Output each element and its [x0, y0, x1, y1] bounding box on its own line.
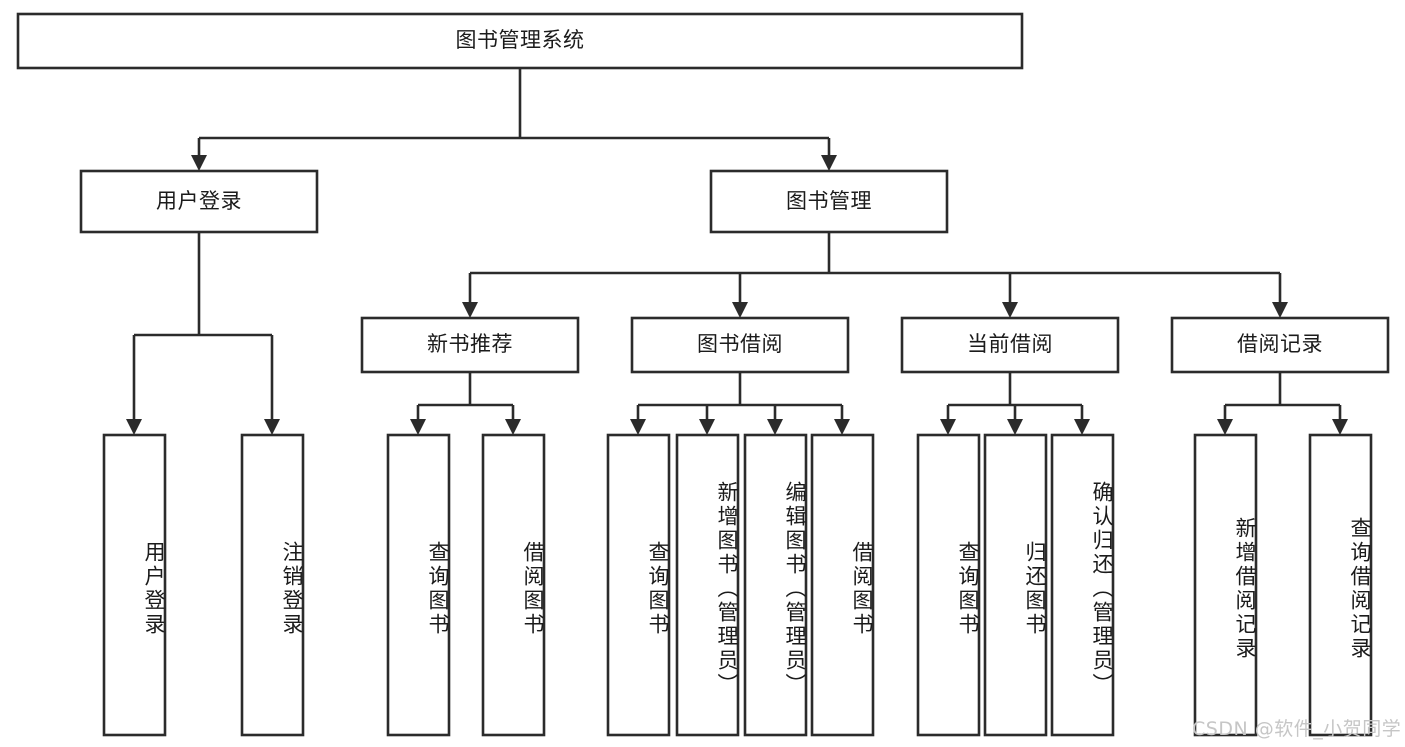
arrow-head-icon	[1272, 302, 1288, 318]
arrow-head-icon	[505, 419, 521, 435]
arrow-head-icon	[630, 419, 646, 435]
node-box-leaf-current-search-book[interactable]	[916, 433, 981, 737]
arrow-head-icon	[1002, 302, 1018, 318]
connector-group-book-borrow	[630, 372, 850, 435]
node-box-leaf-current-confirm-return[interactable]	[1050, 433, 1115, 737]
arrow-head-icon	[699, 419, 715, 435]
connector-group-user-login	[126, 232, 280, 435]
connector-group-new-book-recommend	[410, 372, 521, 435]
arrow-head-icon	[940, 419, 956, 435]
node-boxes-layer	[16, 12, 1390, 737]
connector-group-current-borrow	[940, 372, 1090, 435]
arrow-head-icon	[767, 419, 783, 435]
connector-group-borrow-record	[1217, 372, 1348, 435]
node-box-leaf-rec-search-book[interactable]	[386, 433, 451, 737]
node-box-leaf-borrow-borrow-book[interactable]	[810, 433, 875, 737]
node-box-leaf-user-login[interactable]	[102, 433, 167, 737]
arrow-head-icon	[1332, 419, 1348, 435]
node-box-leaf-record-search[interactable]	[1308, 433, 1373, 737]
node-box-current-borrow[interactable]	[900, 316, 1120, 374]
connectors-layer	[126, 68, 1348, 435]
node-box-leaf-borrow-edit-book[interactable]	[743, 433, 808, 737]
arrow-head-icon	[264, 419, 280, 435]
arrow-head-icon	[732, 302, 748, 318]
node-box-root[interactable]	[16, 12, 1024, 70]
node-box-borrow-record[interactable]	[1170, 316, 1390, 374]
node-box-book-manage[interactable]	[709, 169, 949, 234]
arrow-head-icon	[462, 302, 478, 318]
arrow-head-icon	[191, 155, 207, 171]
node-box-new-book-recommend[interactable]	[360, 316, 580, 374]
node-box-book-borrow[interactable]	[630, 316, 850, 374]
arrow-head-icon	[1007, 419, 1023, 435]
arrow-head-icon	[1074, 419, 1090, 435]
connector-group-book-manage	[462, 232, 1288, 318]
node-box-leaf-user-logout[interactable]	[240, 433, 305, 737]
node-box-leaf-borrow-add-book[interactable]	[675, 433, 740, 737]
node-box-leaf-borrow-search-book[interactable]	[606, 433, 671, 737]
arrow-head-icon	[1217, 419, 1233, 435]
arrow-head-icon	[126, 419, 142, 435]
node-box-leaf-record-add[interactable]	[1193, 433, 1258, 737]
arrow-head-icon	[834, 419, 850, 435]
node-box-user-login[interactable]	[79, 169, 319, 234]
connector-group-root	[191, 68, 837, 171]
arrow-head-icon	[410, 419, 426, 435]
node-box-leaf-current-return-book[interactable]	[983, 433, 1048, 737]
node-box-leaf-rec-borrow-book[interactable]	[481, 433, 546, 737]
arrow-head-icon	[821, 155, 837, 171]
